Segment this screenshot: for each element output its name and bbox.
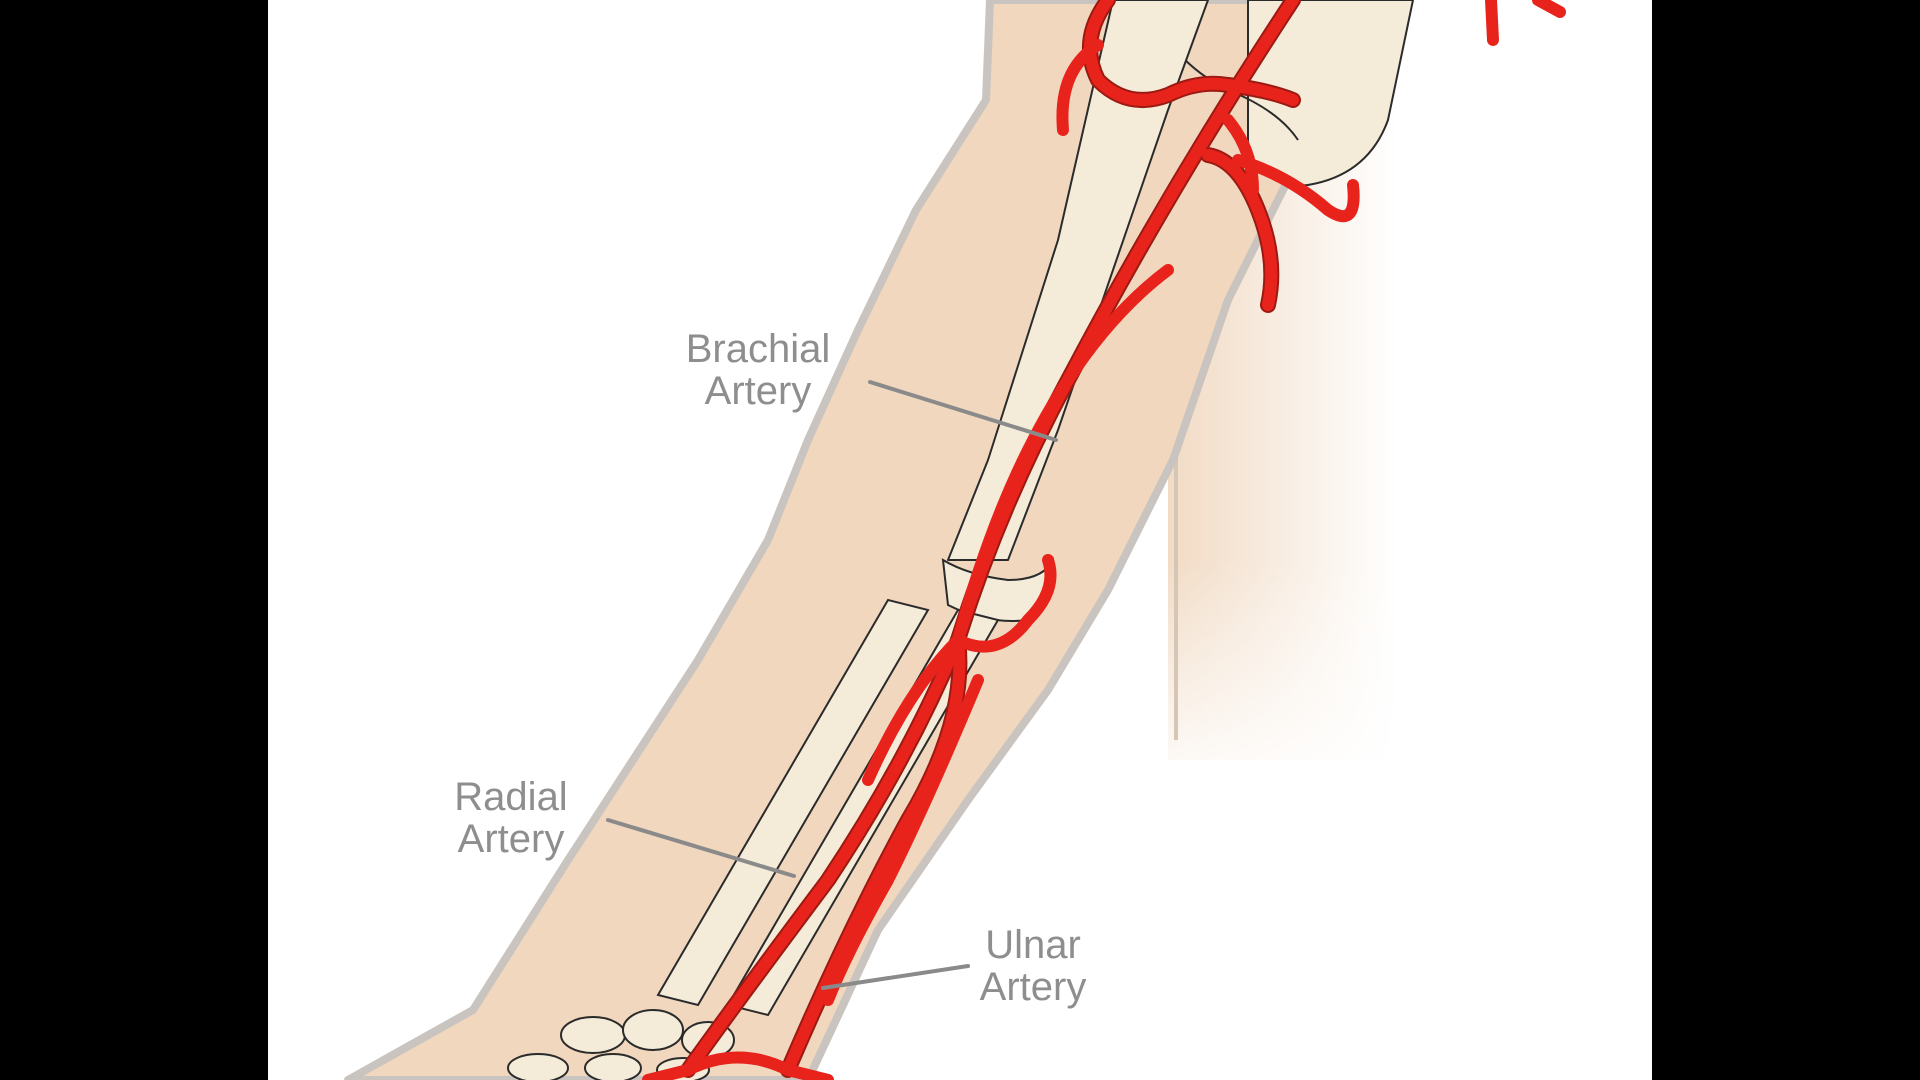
brachial-artery-label: Brachial Artery [648, 328, 868, 412]
radial-label-line1: Radial [454, 775, 568, 819]
leader-lines [606, 380, 1058, 990]
radial-label-line2: Artery [457, 817, 565, 861]
elbow-branch [952, 554, 1057, 653]
ulnar-leader [821, 964, 970, 990]
collateral-artery [952, 264, 1174, 646]
torso-artery-2 [1532, 0, 1566, 18]
radial-distal [642, 1064, 694, 1080]
arteries [642, 0, 1566, 1080]
anatomy-illustration: Brachial Artery Radial Artery Ulnar Arte… [268, 0, 1652, 1080]
radial-artery-label: Radial Artery [416, 776, 606, 860]
radius [656, 598, 930, 1007]
brachial-label-line1: Brachial [685, 327, 831, 371]
brachial-leader [868, 380, 1058, 442]
ulnar-artery [782, 634, 966, 1076]
radial-artery [682, 634, 964, 1076]
torso-artery-1 [1485, 0, 1499, 46]
ulnar-distal [782, 1064, 834, 1080]
radial-leader [606, 818, 796, 878]
ulnar-artery-label: Ulnar Artery [958, 924, 1108, 1008]
humerus [947, 0, 1209, 561]
subscapular-branch [1056, 39, 1104, 136]
arm-diagram [344, 0, 1566, 1080]
torso-fade [1148, 560, 1448, 800]
letterbox-right [1652, 0, 1920, 1080]
thoracic-branch-2 [1232, 154, 1360, 223]
palmar-arch [682, 1051, 794, 1076]
brachial-label-line2: Artery [704, 369, 812, 413]
letterbox-left [0, 0, 268, 1080]
ulnar-label-line1: Ulnar [985, 923, 1081, 967]
deep-brachial-branch [1222, 114, 1259, 196]
thoracic-branch [1202, 149, 1278, 311]
ulnar-label-line2: Artery [979, 965, 1087, 1009]
interosseous-artery [822, 674, 984, 1006]
radial-recurrent [862, 634, 964, 786]
